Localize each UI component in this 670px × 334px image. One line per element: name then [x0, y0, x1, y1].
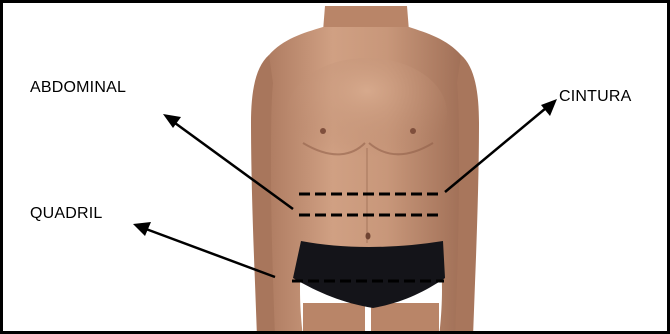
swim-brief [293, 241, 445, 308]
figure-illustration [3, 3, 670, 334]
abdominal-label: ABDOMINAL [30, 79, 126, 97]
quadril-label: QUADRIL [30, 205, 103, 223]
cintura-label: CINTURA [559, 88, 632, 106]
